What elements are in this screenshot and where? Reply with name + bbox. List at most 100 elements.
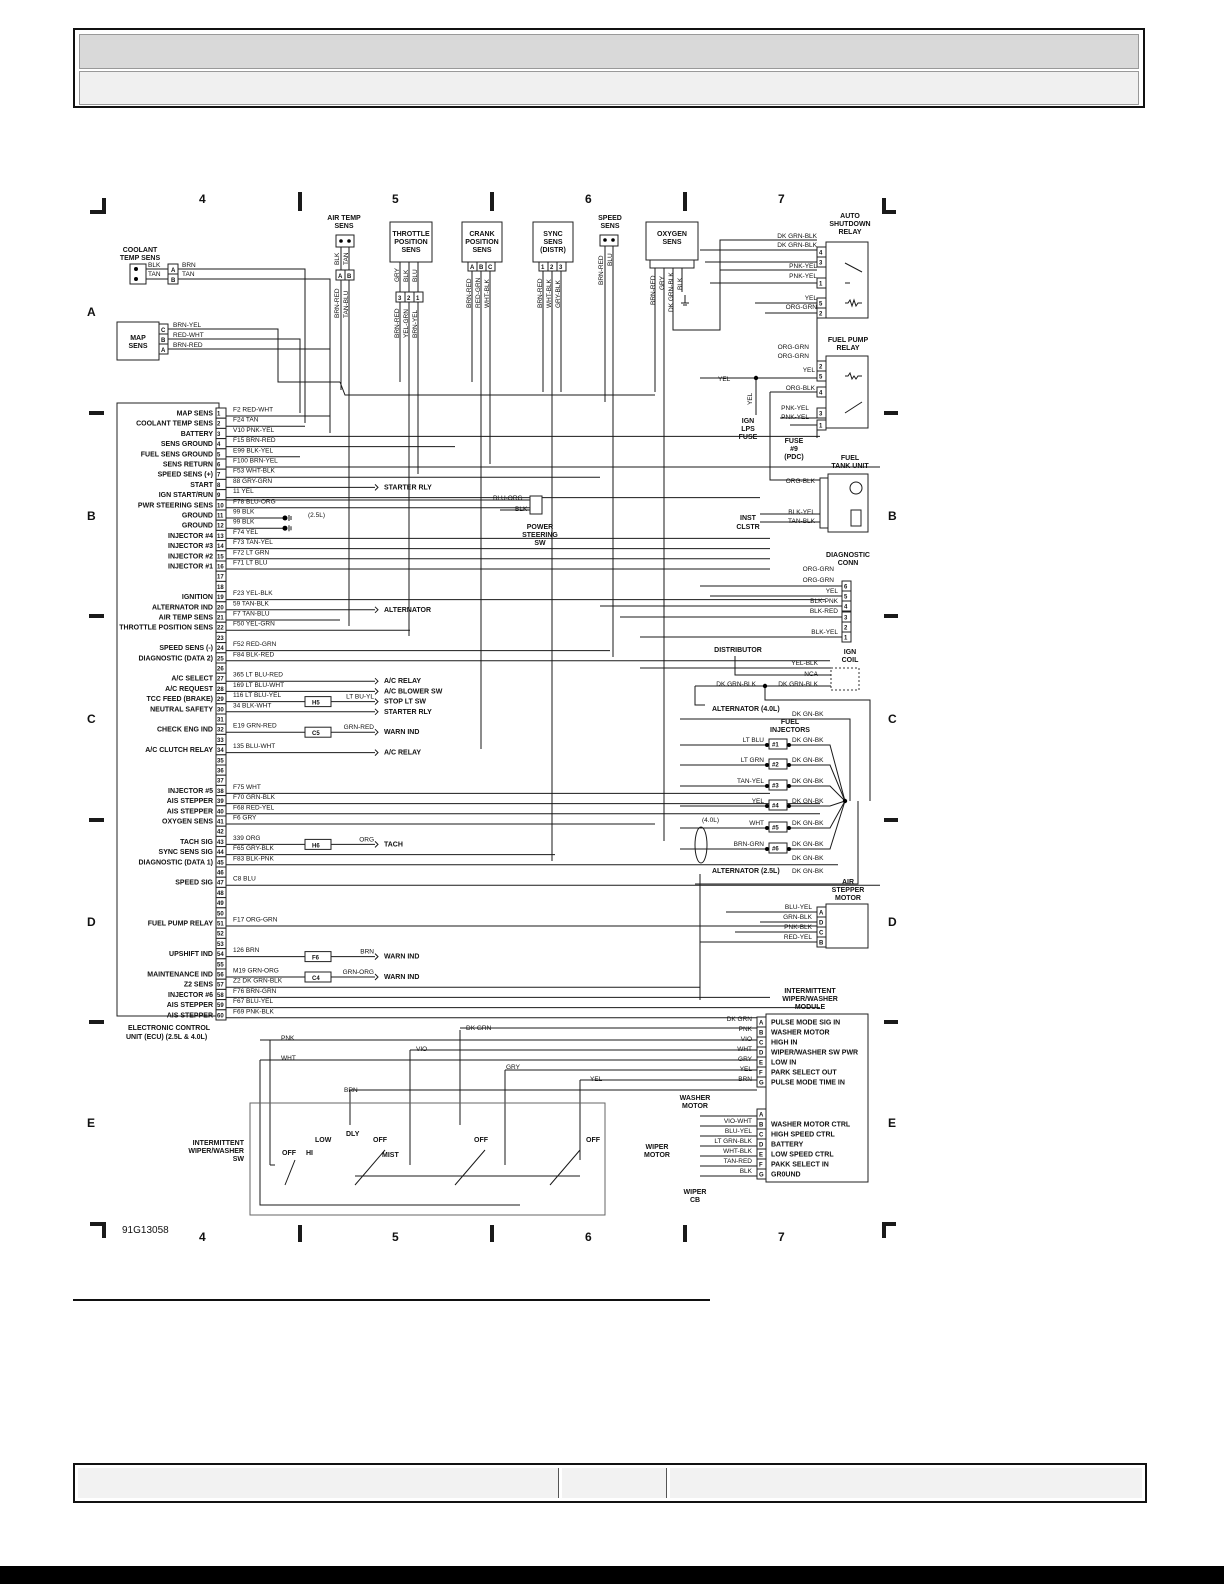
label: CRANK bbox=[469, 231, 494, 238]
module-pin-function: PULSE MODE TIME IN bbox=[771, 1080, 845, 1087]
ecu-pin-number: 24 bbox=[217, 646, 224, 652]
connector-icon bbox=[374, 973, 379, 981]
wire bbox=[680, 718, 859, 885]
ecu-pin-number: 50 bbox=[217, 911, 224, 917]
connector-icon bbox=[374, 841, 379, 848]
ecu-wire-label: 126 BRN bbox=[233, 947, 260, 954]
connector-pin bbox=[841, 631, 852, 643]
ecu-pin-number: 31 bbox=[217, 718, 224, 724]
ecu-wire-label: V10 PNK-YEL bbox=[233, 427, 275, 434]
label: INST bbox=[740, 515, 757, 522]
label: THROTTLE bbox=[392, 231, 430, 238]
wire-label: BLU bbox=[607, 253, 614, 266]
ecu-pin-number: 11 bbox=[217, 514, 224, 520]
label: POSITION bbox=[394, 239, 427, 246]
ecu-pin-function: COOLANT TEMP SENS bbox=[136, 421, 213, 428]
col-label: 5 bbox=[392, 192, 399, 206]
wire-label: YEL bbox=[826, 588, 839, 595]
wire-label: BRN-GRN bbox=[734, 841, 765, 848]
pin-label: 2 bbox=[819, 365, 823, 371]
wire-label: RED-GRN bbox=[475, 277, 482, 308]
wire-label: BLU-ORG bbox=[493, 495, 523, 502]
ecu-pin-number: 2 bbox=[217, 422, 221, 428]
wire bbox=[260, 1027, 757, 1091]
col-label: 5 bbox=[392, 1230, 399, 1244]
header-bar-top bbox=[79, 34, 1139, 69]
wire bbox=[680, 800, 846, 850]
wire-bundle-icon bbox=[694, 826, 708, 864]
wire-label: YEL bbox=[740, 1066, 753, 1073]
splice-label: H5 bbox=[312, 701, 320, 707]
wire-label: BLK bbox=[403, 269, 410, 282]
ecu-pin-function: UPSHIFT IND bbox=[169, 951, 213, 958]
ecu-pin-number: 15 bbox=[217, 554, 224, 560]
wire-label: TAN bbox=[148, 271, 161, 278]
ecu-pin-function: IGN START/RUN bbox=[159, 492, 213, 499]
ecu-pin-number: 16 bbox=[217, 565, 224, 571]
label: SHUTDOWN bbox=[829, 221, 870, 228]
ecu-wire-label: M19 GRN-ORG bbox=[233, 968, 279, 975]
ecu-wire-label: F2 RED-WHT bbox=[233, 407, 273, 414]
connector-icon bbox=[374, 708, 379, 716]
ecu-wire-label: 11 YEL bbox=[233, 488, 254, 495]
ecu-pin-function: NEUTRAL SAFETY bbox=[150, 706, 213, 713]
ecu-pin-box bbox=[215, 1009, 227, 1021]
ecu-wire-label: F50 YEL-GRN bbox=[233, 621, 275, 628]
row-label: C bbox=[888, 712, 897, 726]
grid-frame: 4 5 6 7 4 5 6 7 A B C D E B C D E 91G130… bbox=[87, 192, 898, 1244]
ecu-pin-number: 41 bbox=[217, 820, 224, 826]
pin-label: D bbox=[759, 1143, 764, 1149]
ecu-pin-function: GROUND bbox=[182, 523, 213, 530]
module-pin-function: PARK SELECT OUT bbox=[771, 1070, 837, 1077]
ecu-pin-number: 52 bbox=[217, 932, 224, 938]
ecu-wire-label: F23 YEL-BLK bbox=[233, 590, 273, 597]
ecu-pin-function: INJECTOR #6 bbox=[168, 992, 213, 999]
col-label: 7 bbox=[778, 1230, 785, 1244]
wiper-washer-switch: INTERMITTENT WIPER/WASHER SW OFF HI LOW … bbox=[188, 1025, 606, 1216]
terminal bbox=[134, 277, 138, 281]
pin: 2 bbox=[407, 296, 411, 302]
wire-label: YEL bbox=[590, 1076, 603, 1083]
label: IGN bbox=[844, 649, 856, 656]
wire bbox=[604, 246, 614, 657]
label: (DISTR) bbox=[540, 247, 566, 254]
wire-label: DK GN-BK bbox=[792, 711, 824, 718]
ecu-pin-number: 23 bbox=[217, 636, 224, 642]
wiper-washer-module: INTERMITTENT WIPER/WASHER MODULE ABCDEFG… bbox=[644, 988, 869, 1204]
ecu-destination: STARTER RLY bbox=[384, 709, 432, 716]
label: TANK UNIT bbox=[831, 463, 869, 470]
ecu-pin-function: DIAGNOSTIC (DATA 2) bbox=[138, 655, 213, 662]
ecu-destination: STOP LT SW bbox=[384, 699, 426, 706]
ecu-wire-label: GRN-RED bbox=[344, 724, 375, 731]
wire-label: LT BLU bbox=[743, 737, 765, 744]
ecu-pin-number: 1 bbox=[217, 412, 221, 418]
ecu-pin-number: 22 bbox=[217, 626, 224, 632]
ecu-wire-label: ORG bbox=[359, 836, 374, 843]
ecu-pin-number: 44 bbox=[217, 850, 224, 856]
ecu-destination: A/C BLOWER SW bbox=[384, 688, 443, 695]
label: INTERMITTENT bbox=[784, 988, 836, 995]
label: OXYGEN bbox=[657, 231, 687, 238]
switch-box bbox=[249, 1102, 606, 1216]
wire-label: TAN-BLK bbox=[788, 518, 816, 525]
ecu-pin-number: 39 bbox=[217, 799, 224, 805]
ecu-pin-number: 56 bbox=[217, 973, 224, 979]
ecu-wire-label: 59 TAN-BLK bbox=[233, 600, 270, 607]
ecu-destination: STARTER RLY bbox=[384, 484, 432, 491]
label: MOTOR bbox=[682, 1103, 708, 1110]
ecu-pin-function: SENS RETURN bbox=[163, 462, 213, 469]
ecu-wire-label: F67 BLU-YEL bbox=[233, 998, 273, 1005]
ecu-pin-number: 28 bbox=[217, 687, 224, 693]
connector-icon bbox=[374, 677, 379, 685]
label: FUSE bbox=[739, 434, 758, 441]
pin-label: 5 bbox=[819, 302, 823, 308]
wire-label: TAN-YEL bbox=[737, 778, 764, 785]
label: SW bbox=[534, 540, 546, 547]
module-pin-function: HIGH SPEED CTRL bbox=[771, 1132, 836, 1139]
wire bbox=[270, 1149, 581, 1186]
pin-label: 3 bbox=[844, 616, 848, 622]
ecu-pin-number: 13 bbox=[217, 534, 224, 540]
pin: C bbox=[488, 265, 493, 271]
